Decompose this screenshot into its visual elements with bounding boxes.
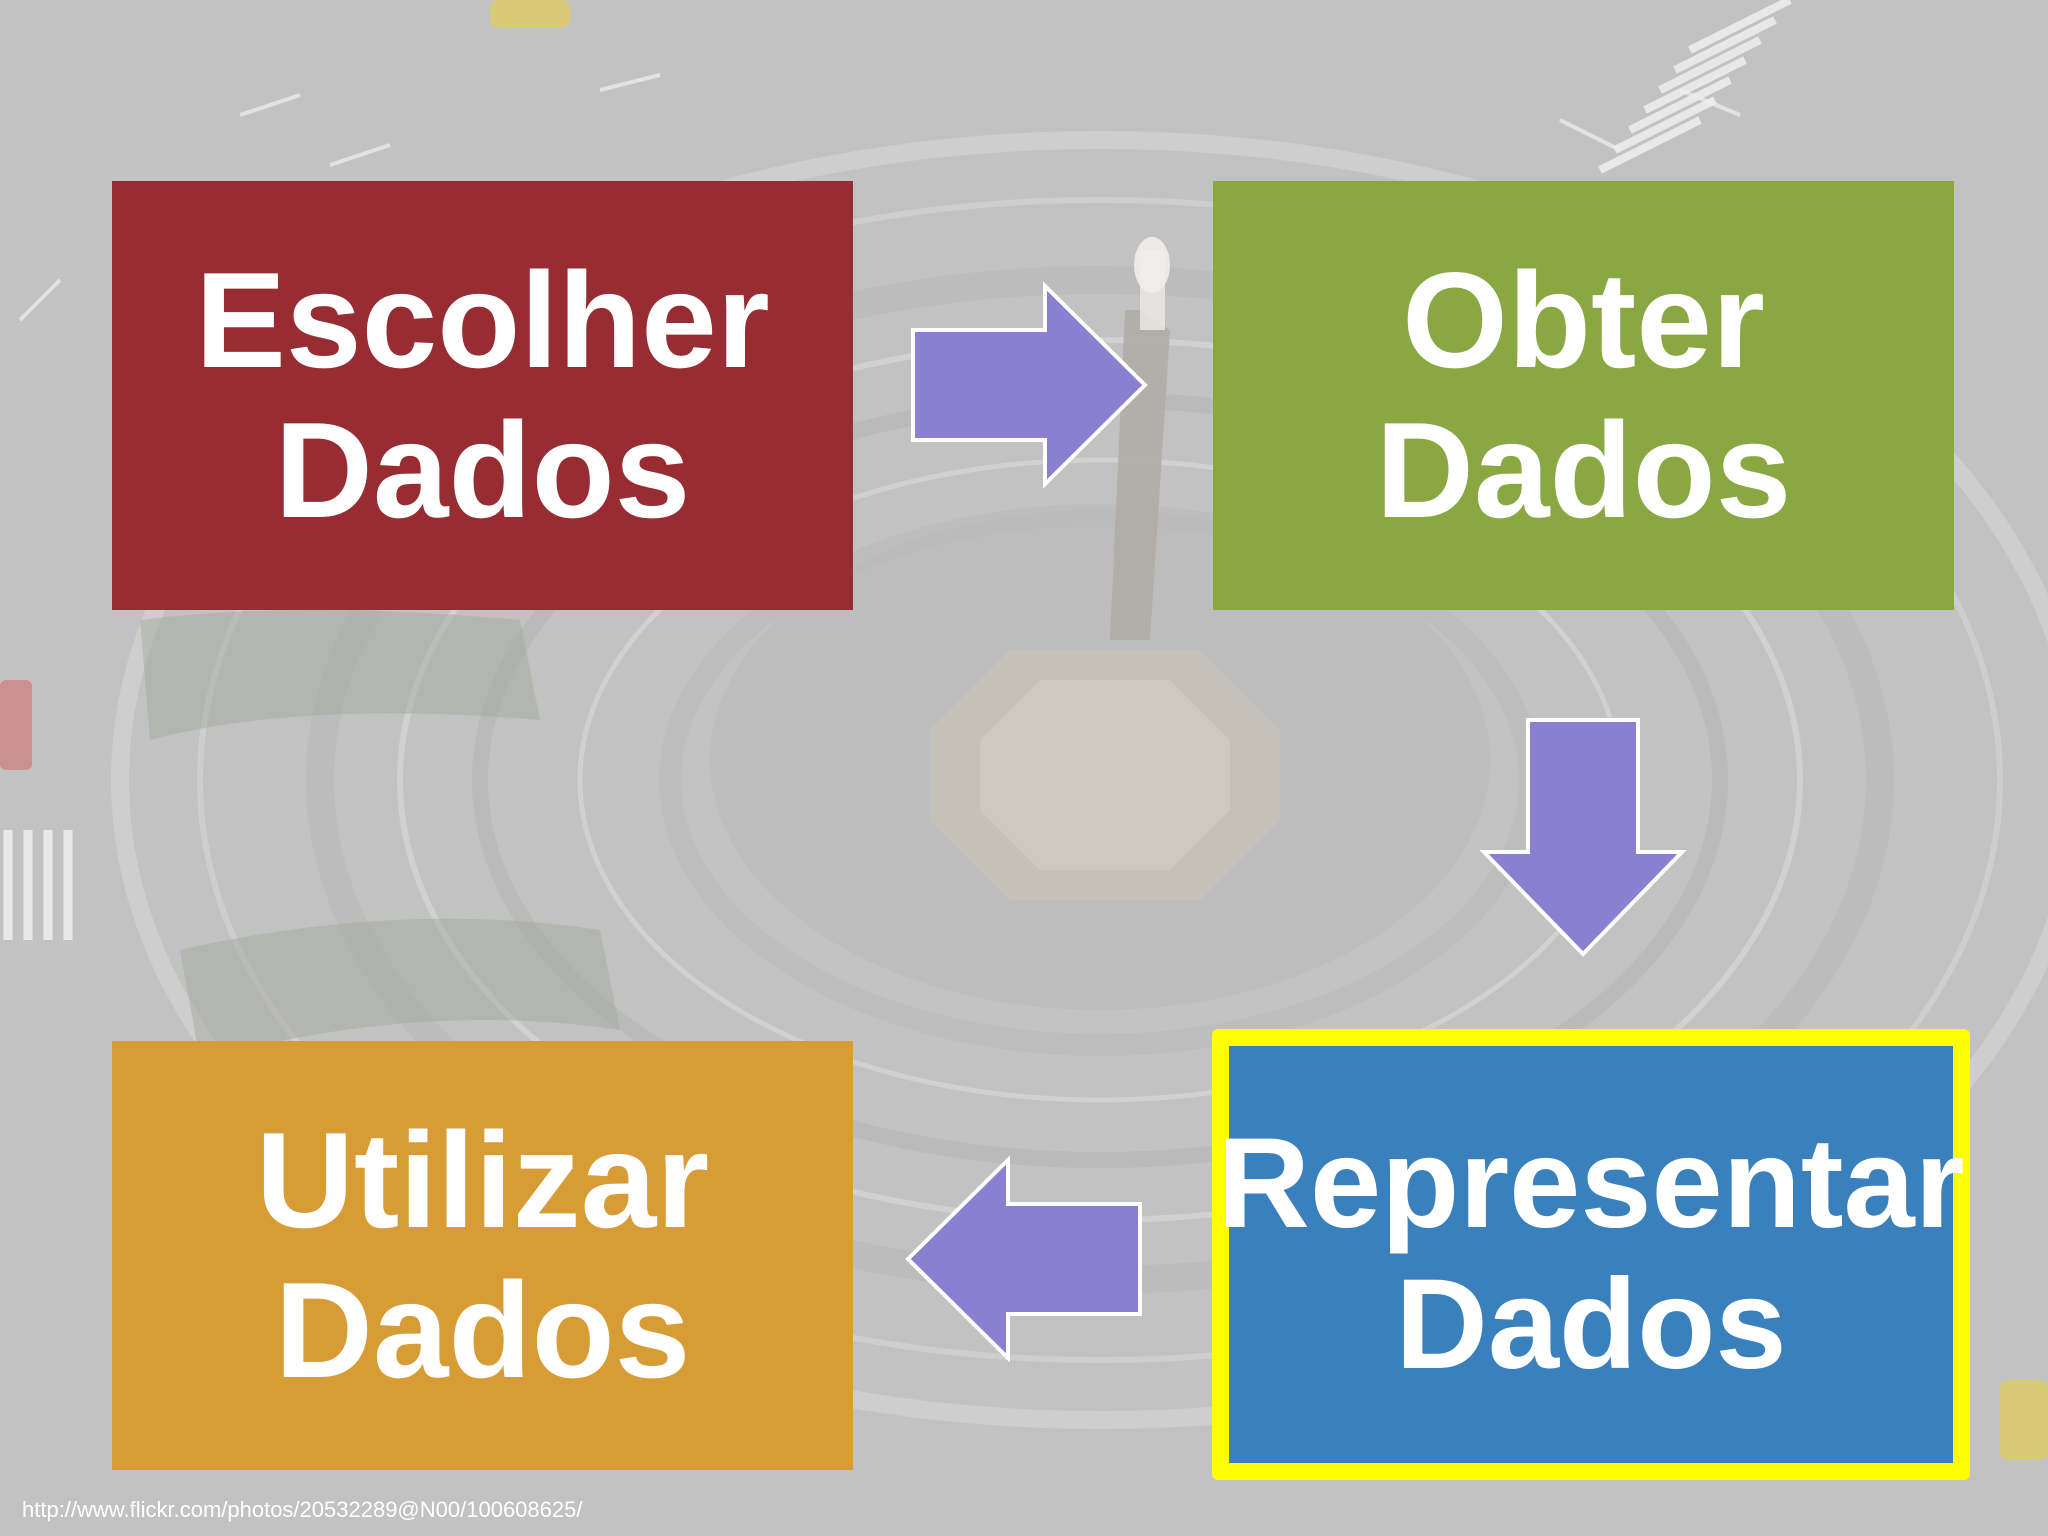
- box-representar-line2: Dados: [1395, 1252, 1787, 1396]
- box-escolher-line2: Dados: [274, 393, 691, 546]
- box-representar-line1: Representar: [1217, 1111, 1965, 1255]
- photo-credit: http://www.flickr.com/photos/20532289@N0…: [22, 1497, 583, 1522]
- box-obter-line1: Obter: [1402, 243, 1765, 396]
- box-representar-dados: Representar Dados: [1212, 1029, 1970, 1480]
- box-escolher-line1: Escolher: [195, 243, 770, 396]
- box-escolher-dados: Escolher Dados: [112, 181, 853, 610]
- arrow-down-icon: [1479, 718, 1687, 957]
- box-obter-dados: Obter Dados: [1213, 181, 1954, 610]
- box-utilizar-line2: Dados: [274, 1253, 691, 1406]
- box-utilizar-line1: Utilizar: [255, 1103, 710, 1256]
- arrow-right-icon: [911, 281, 1148, 489]
- box-utilizar-dados: Utilizar Dados: [112, 1041, 853, 1470]
- arrow-left-icon: [905, 1155, 1142, 1363]
- box-obter-line2: Dados: [1375, 393, 1792, 546]
